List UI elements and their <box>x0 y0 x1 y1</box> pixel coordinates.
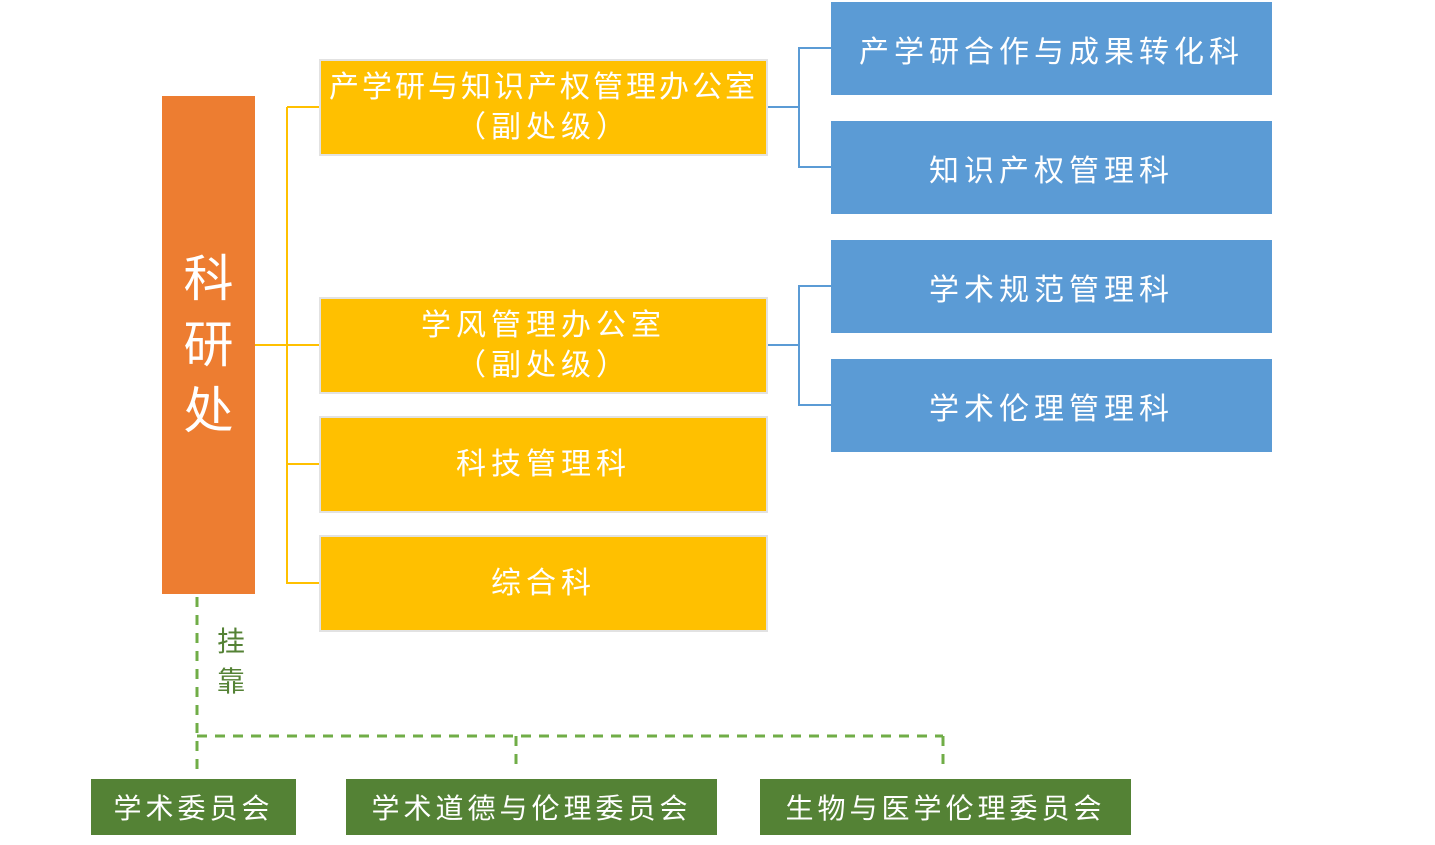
committee-node[interactable]: 生物与医学伦理委员会 <box>760 779 1131 835</box>
office-node[interactable]: 科技管理科 <box>319 416 768 513</box>
office-label: 学风管理办公室 <box>421 307 666 343</box>
office-label: 科技管理科 <box>456 446 631 482</box>
committee-node[interactable]: 学术委员会 <box>91 779 296 835</box>
section-node[interactable]: 学术伦理管理科 <box>831 359 1272 452</box>
root-label-char: 研 <box>183 316 234 374</box>
section-node[interactable]: 知识产权管理科 <box>831 121 1272 214</box>
committee-node[interactable]: 学术道德与伦理委员会 <box>346 779 717 835</box>
root-label-char: 科 <box>183 250 234 308</box>
office-node[interactable]: 产学研与知识产权管理办公室 （副处级） <box>319 59 768 156</box>
affiliation-char: 挂 <box>216 625 245 658</box>
office-node[interactable]: 综合科 <box>319 535 768 632</box>
committee-label: 学术委员会 <box>113 792 274 825</box>
affiliation-char: 靠 <box>216 665 245 698</box>
section-node[interactable]: 产学研合作与成果转化科 <box>831 2 1272 95</box>
committee-label: 生物与医学伦理委员会 <box>785 792 1106 825</box>
section-label: 学术规范管理科 <box>929 272 1174 308</box>
office-label: 产学研与知识产权管理办公室 <box>329 69 758 105</box>
section-label: 产学研合作与成果转化科 <box>859 34 1244 70</box>
affiliation-label: 挂 靠 <box>214 622 248 702</box>
office-sublabel: （副处级） <box>456 109 631 145</box>
section-label: 知识产权管理科 <box>929 153 1174 189</box>
root-node-research-office[interactable]: 科 研 处 <box>162 96 255 594</box>
office-label: 综合科 <box>491 565 596 601</box>
root-label-char: 处 <box>183 382 234 440</box>
section-node[interactable]: 学术规范管理科 <box>831 240 1272 333</box>
office-sublabel: （副处级） <box>456 347 631 383</box>
office-node[interactable]: 学风管理办公室 （副处级） <box>319 297 768 394</box>
section-label: 学术伦理管理科 <box>929 391 1174 427</box>
committee-label: 学术道德与伦理委员会 <box>371 792 692 825</box>
